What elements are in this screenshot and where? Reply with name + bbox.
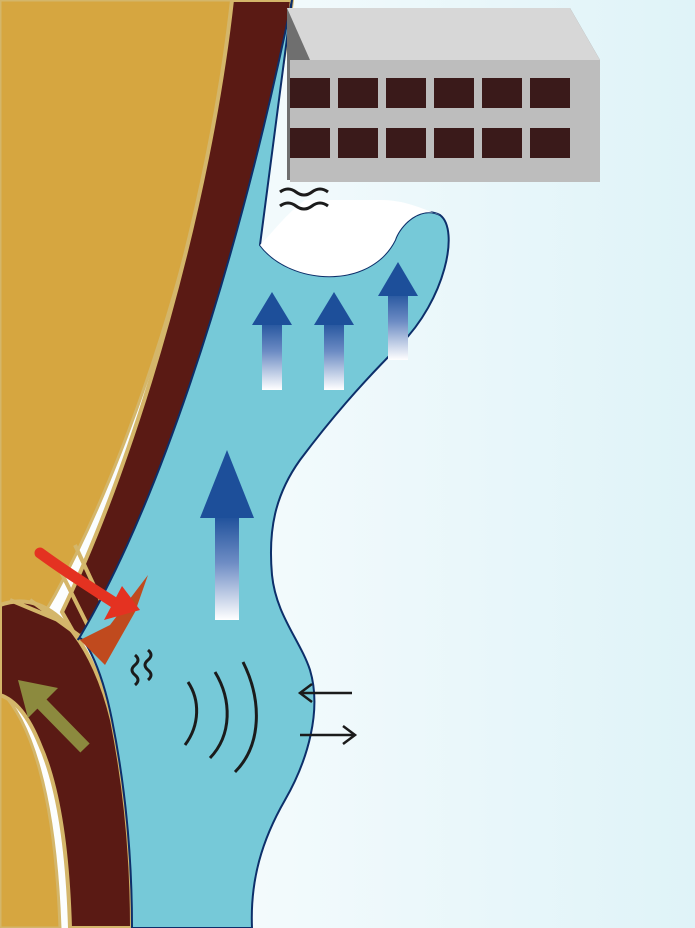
building-icon xyxy=(287,8,600,182)
